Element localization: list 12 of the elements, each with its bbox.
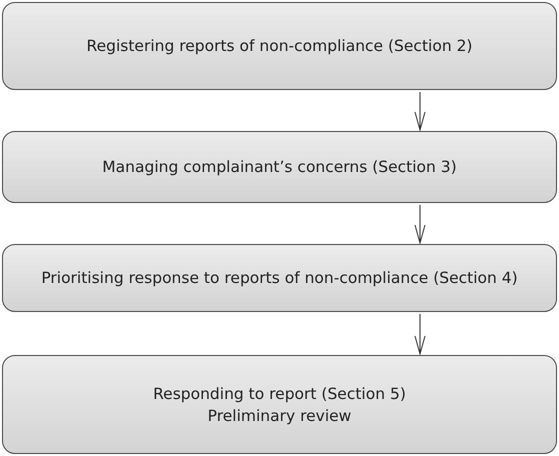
box-text: Managing complainant’s concerns (Section 3) xyxy=(102,157,457,178)
process-box xyxy=(2,355,557,454)
box-text: Responding to report (Section 5) xyxy=(153,384,406,404)
process-box xyxy=(2,2,557,90)
box-text: Preliminary review xyxy=(208,406,352,426)
arrow xyxy=(414,204,426,244)
process-box xyxy=(2,131,557,203)
box-text: Prioritising response to reports of non-compliance (Section 4) xyxy=(41,268,518,289)
arrow xyxy=(414,92,426,130)
arrow xyxy=(414,314,426,354)
box-text: Registering reports of non-compliance (Section 2) xyxy=(86,36,472,57)
process-box xyxy=(2,244,557,312)
